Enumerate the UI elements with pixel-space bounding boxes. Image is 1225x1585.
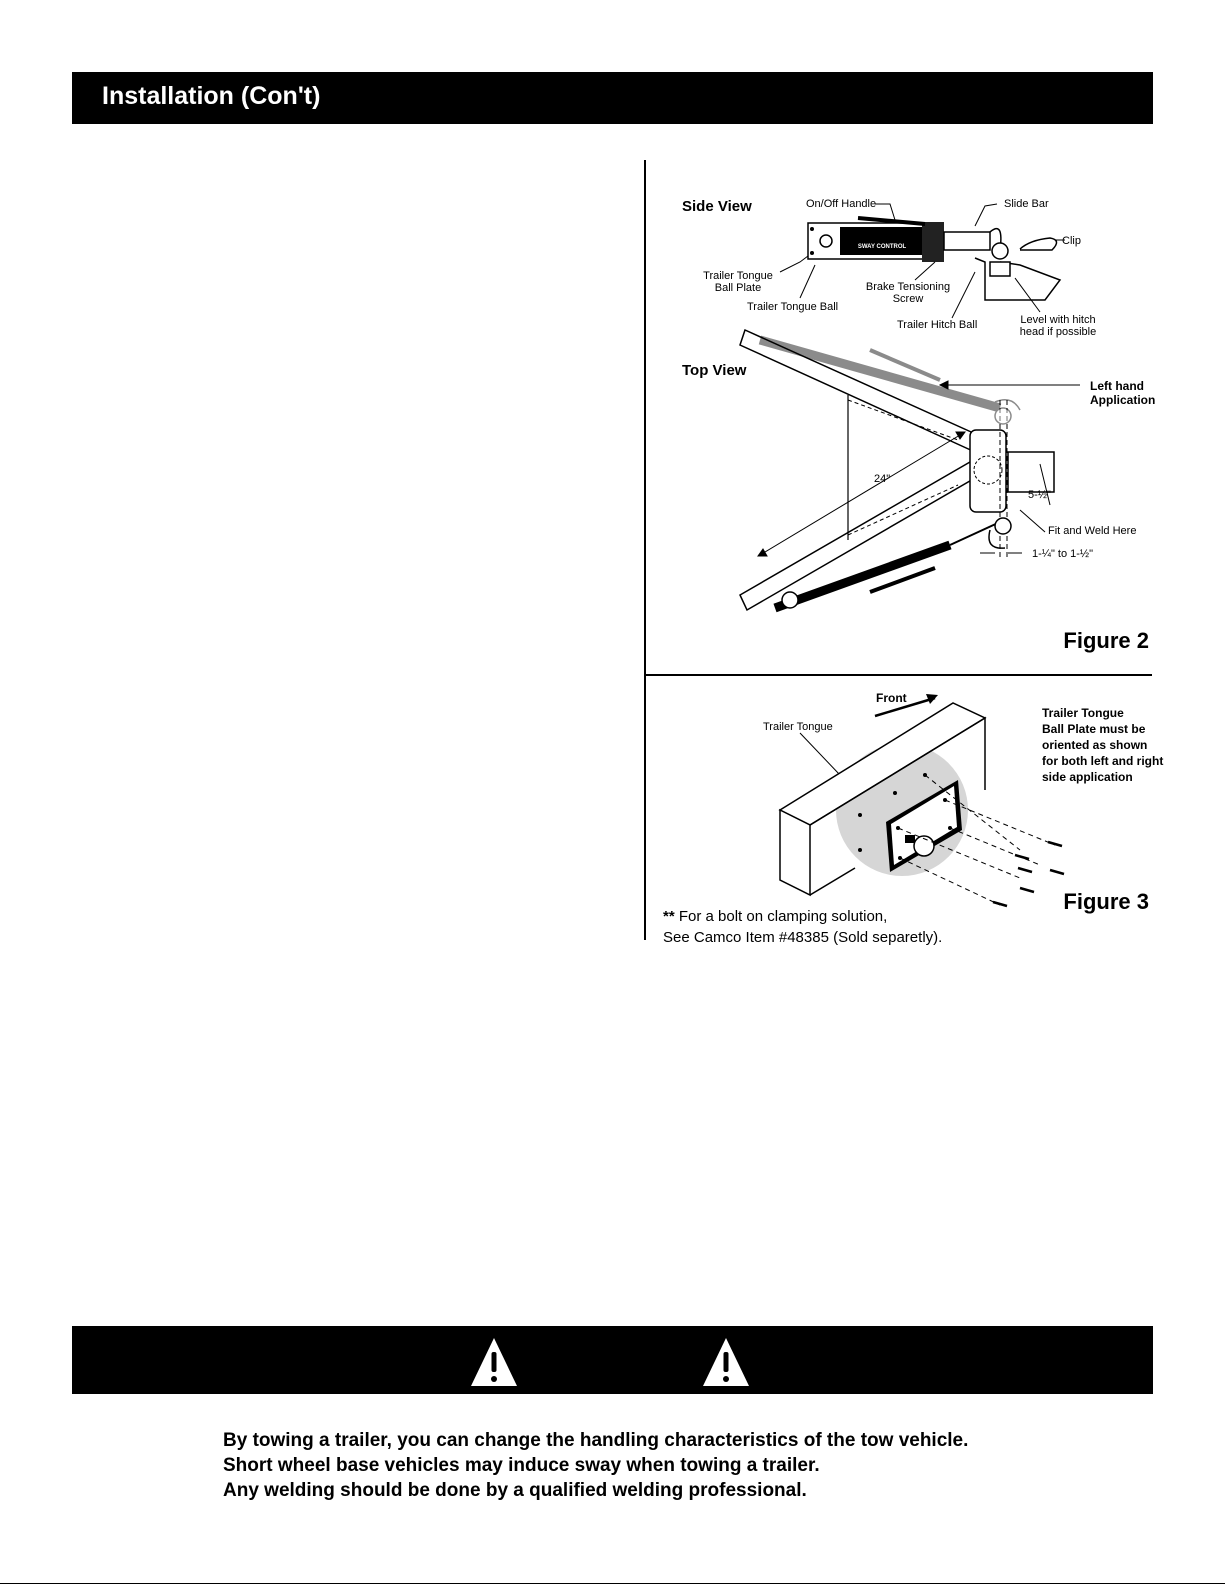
sway-bar-right-hand [773, 517, 1012, 613]
note-line-3: oriented as shown [1042, 738, 1147, 752]
footnote: ** For a bolt on clamping solution, See … [663, 906, 942, 948]
label-level-1: Level with hitch [1020, 314, 1095, 326]
label-dim-24: 24" [874, 473, 890, 485]
device-label: SWAY CONTROL [858, 244, 907, 250]
clip-shape [1019, 237, 1058, 251]
installation-illustration: Side View SWAY CONTROL On/Off Handle Sli… [682, 198, 1163, 914]
label-level-2: head if possible [1020, 326, 1096, 338]
page-bottom-rule [0, 1583, 1225, 1584]
trailer-a-frame [739, 328, 1055, 612]
label-slide-bar: Slide Bar [1004, 198, 1049, 210]
label-brake-screw-2: Screw [893, 293, 924, 305]
front-arrow-icon [926, 694, 938, 704]
warning-line-2: Short wheel base vehicles may induce swa… [223, 1455, 820, 1476]
section-title: Installation (Con't) [102, 82, 321, 110]
figure-divider-horizontal [644, 674, 1152, 676]
label-ball-plate-1: Trailer Tongue [703, 270, 773, 282]
label-ball-plate-2: Ball Plate [715, 282, 761, 294]
warning-triangle-icon [703, 1338, 749, 1386]
figure-divider-vertical [644, 160, 646, 940]
sway-bar-left-hand-faded [758, 335, 1021, 425]
warning-line-1: By towing a trailer, you can change the … [223, 1430, 969, 1451]
label-hitch-ball: Trailer Hitch Ball [897, 319, 977, 331]
note-line-4: for both left and right [1042, 754, 1163, 768]
footnote-line-2: See Camco Item #48385 (Sold separetly). [663, 929, 943, 946]
footnote-line-1: For a bolt on clamping solution, [674, 908, 888, 925]
note-line-1: Trailer Tongue [1042, 706, 1124, 720]
warning-text: By towing a trailer, you can change the … [223, 1428, 968, 1503]
label-trailer-tongue: Trailer Tongue [763, 721, 833, 733]
tongue-ball-plate-assembly [778, 702, 1065, 908]
label-brake-screw-1: Brake Tensioning [866, 281, 950, 293]
side-view-title: Side View [682, 198, 752, 215]
label-dim-range: 1-¼" to 1-½" [1032, 548, 1093, 560]
footnote-stars: ** [663, 908, 675, 925]
section-header: Installation (Con't) [72, 72, 1153, 124]
note-line-2: Ball Plate must be [1042, 722, 1146, 736]
warning-bar [72, 1326, 1153, 1394]
top-view-title: Top View [682, 362, 747, 379]
label-tongue-ball: Trailer Tongue Ball [747, 301, 838, 313]
note-line-5: side application [1042, 770, 1133, 784]
warning-triangle-icon [471, 1338, 517, 1386]
figure-2-caption: Figure 2 [1063, 628, 1149, 653]
sway-control-unit: SWAY CONTROL [807, 216, 1062, 301]
label-front: Front [876, 691, 907, 705]
label-left-hand-2: Application [1090, 393, 1155, 407]
label-on-off-handle: On/Off Handle [806, 198, 876, 210]
warning-line-3: Any welding should be done by a qualifie… [223, 1480, 807, 1501]
label-fit-weld: Fit and Weld Here [1048, 525, 1136, 537]
label-clip: Clip [1062, 235, 1081, 247]
figure-3-caption: Figure 3 [1063, 889, 1149, 914]
label-dim-5-half: 5-½" [1028, 489, 1051, 501]
label-left-hand-1: Left hand [1090, 379, 1144, 393]
